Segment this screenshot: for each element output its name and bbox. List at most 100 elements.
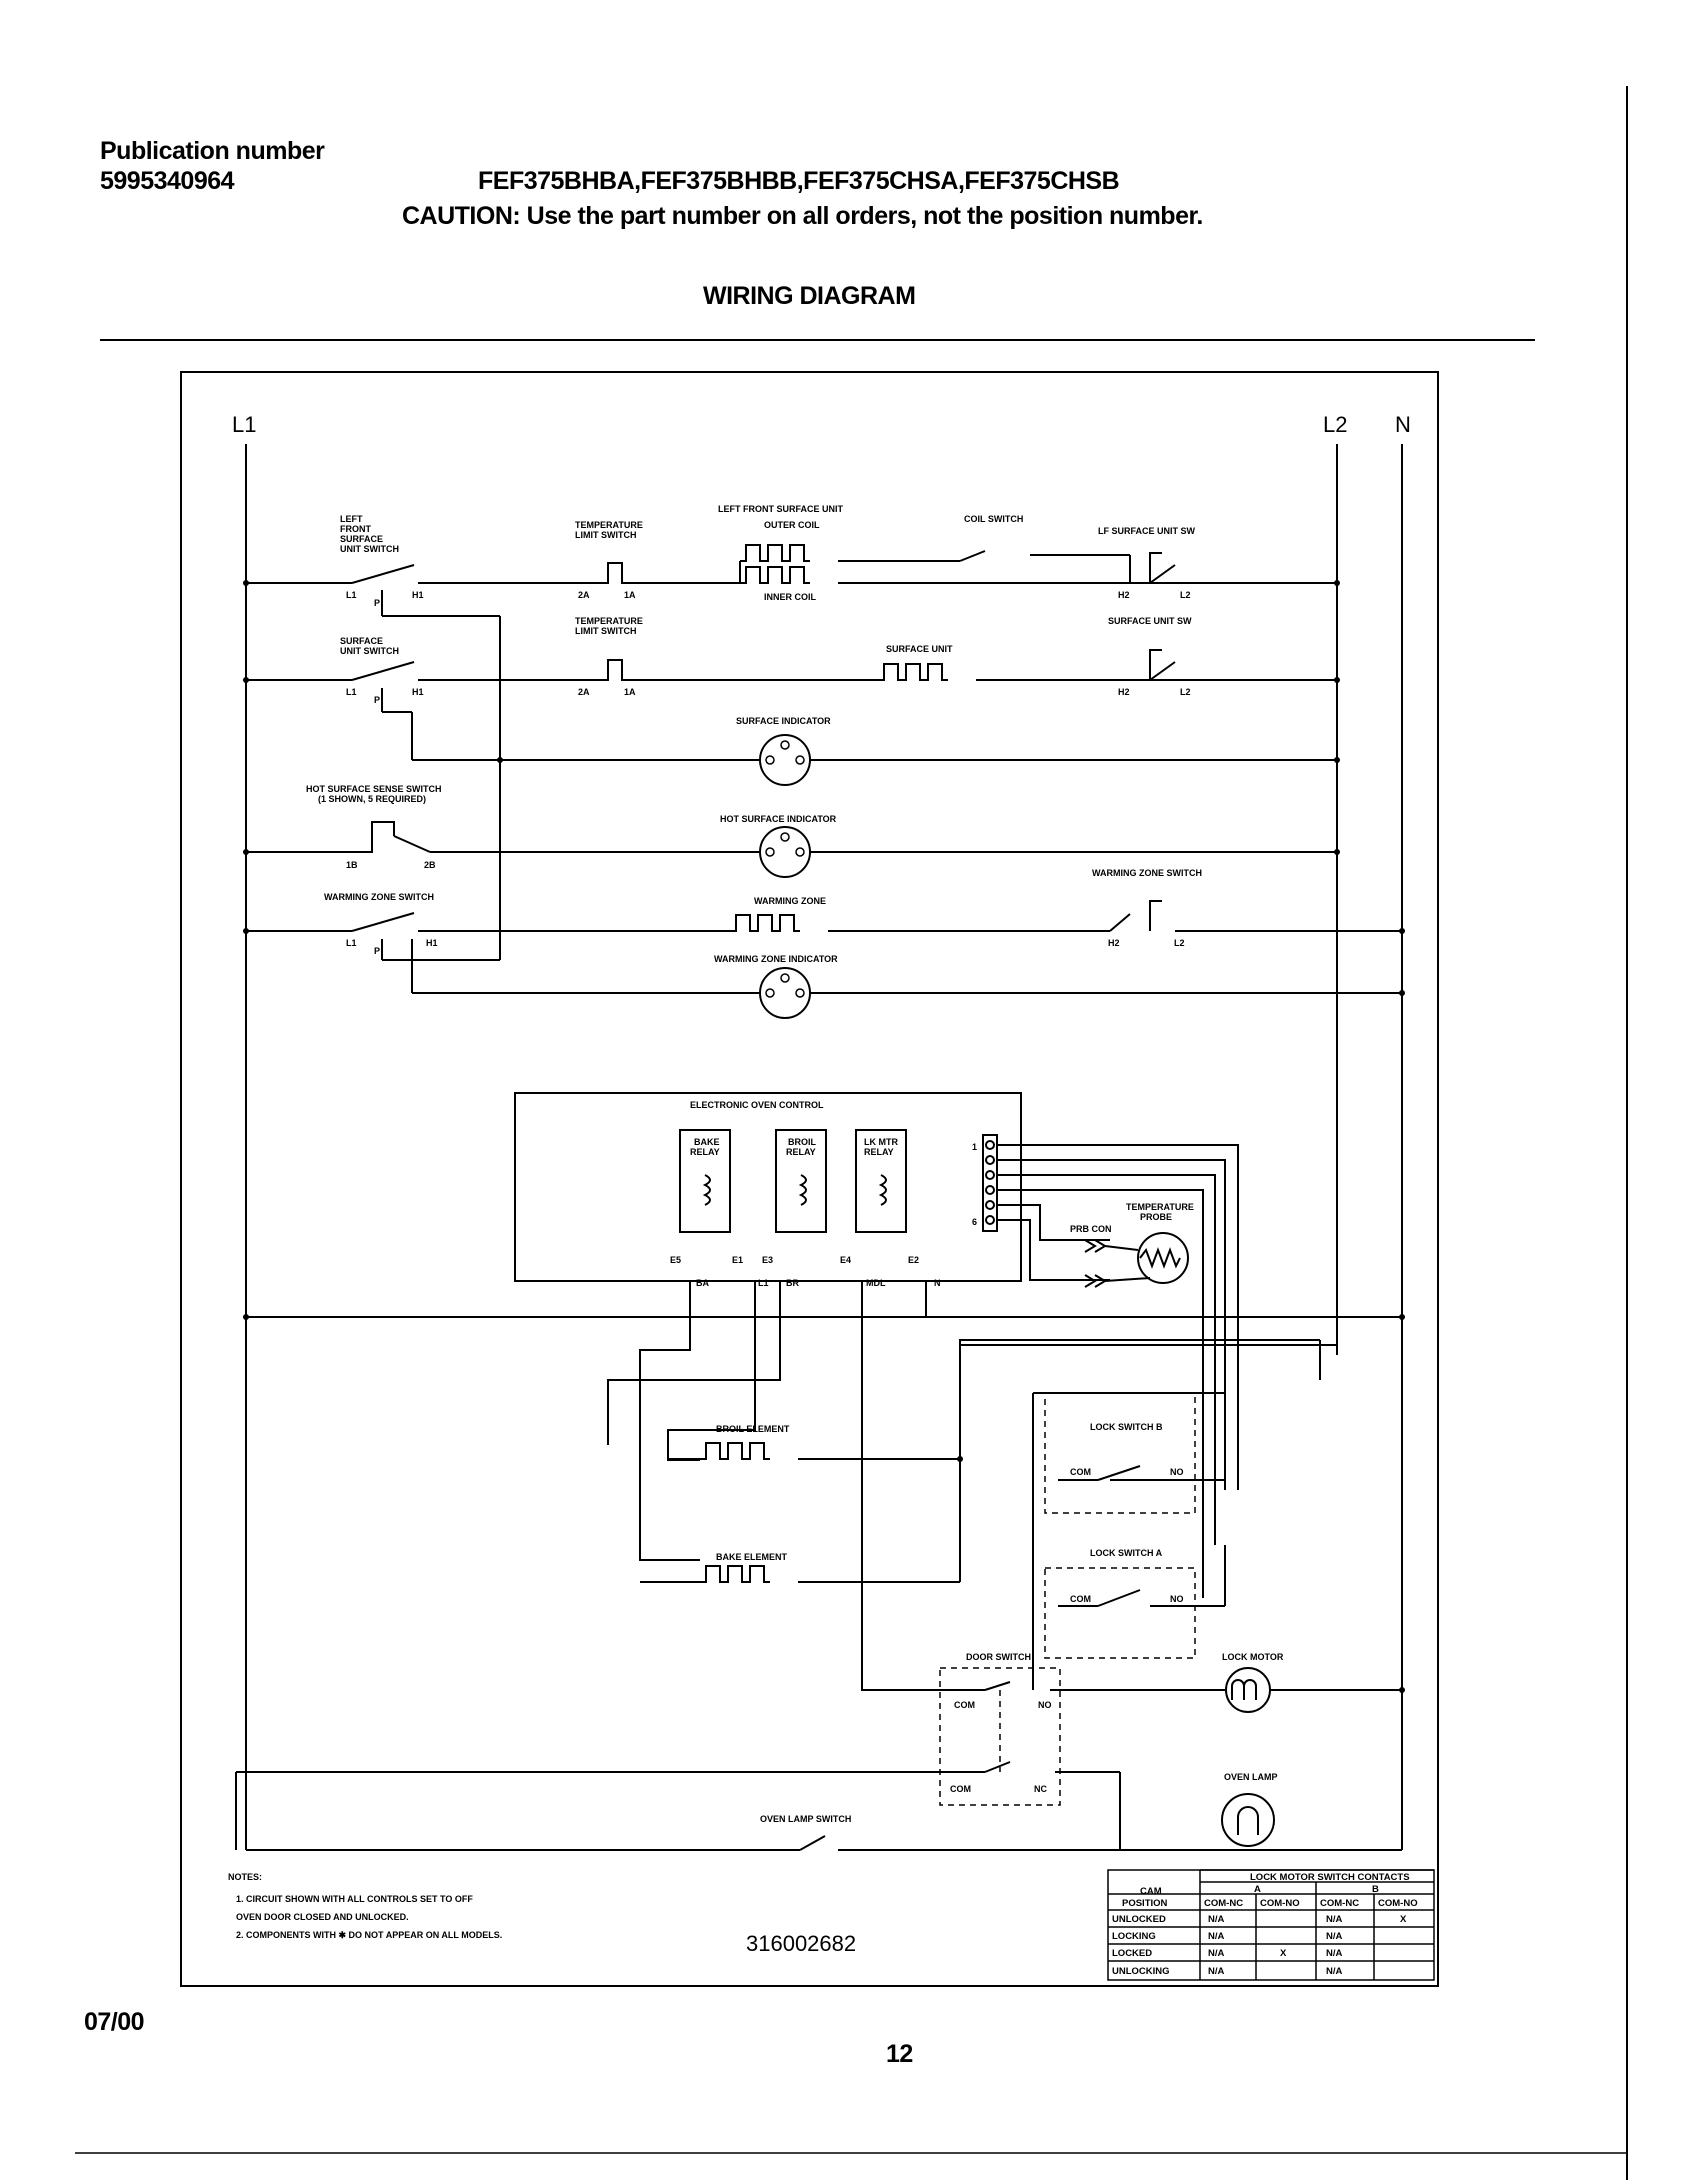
bake-relay-label-1: BAKE [694,1137,720,1147]
electronic-oven-control-box [514,1092,1022,1282]
row-1-a-nc: N/A [1208,1914,1225,1925]
temp-limit-2-label-2: LIMIT SWITCH [575,626,637,636]
pin-1-label: 1 [972,1142,977,1152]
bake-element-label: BAKE ELEMENT [716,1552,788,1562]
cam-header-1: CAM [1140,1886,1162,1897]
temp-limit-label-2: LIMIT SWITCH [575,530,637,540]
notes-title: NOTES: [228,1872,262,1882]
lock-switch-b-label: LOCK SWITCH B [1090,1422,1163,1432]
surf-switch-label-1: SURFACE [340,636,383,646]
terminal-1a-2: 1A [624,687,636,697]
row-4-a-nc: N/A [1208,1966,1225,1977]
lock-switch-a-box [1044,1567,1196,1659]
lf-switch-label-4: UNIT SWITCH [340,544,399,554]
terminal-h2-2: H2 [1118,687,1130,697]
terminal-h2: H2 [1118,590,1130,600]
lock-switch-a-label: LOCK SWITCH A [1090,1548,1163,1558]
prb-con-label: PRB CON [1070,1224,1112,1234]
group-b: B [1372,1884,1379,1895]
group-a: A [1254,1884,1261,1895]
lock-a-com: COM [1070,1594,1091,1604]
surface-indicator-label: SURFACE INDICATOR [736,716,831,726]
lock-b-com: COM [1070,1467,1091,1477]
oven-lamp-label: OVEN LAMP [1224,1772,1278,1782]
lock-b-no: NO [1170,1467,1184,1477]
row-1-b-no: X [1400,1914,1407,1925]
warming-zone-indicator-lamp [759,967,811,1019]
terminal-p: P [374,598,380,608]
bake-relay-label-2: RELAY [690,1147,720,1157]
lf-switch-label-2: FRONT [340,524,371,534]
terminal-block [982,1134,998,1232]
lock-contacts-table [1107,1869,1435,1981]
terminal-e4: E4 [840,1255,851,1265]
lock-motor-relay [855,1129,907,1233]
terminal-l2-3: L2 [1174,938,1185,948]
note-1: 1. CIRCUIT SHOWN WITH ALL CONTROLS SET T… [236,1894,473,1904]
terminal-h1-3: H1 [426,938,438,948]
coil-switch-label: COIL SWITCH [964,514,1023,524]
col-2: COM-NO [1260,1898,1300,1909]
lk-mtr-relay-label-2: RELAY [864,1147,894,1157]
row-1-cam: UNLOCKED [1112,1914,1166,1925]
temperature-probe [1137,1232,1189,1284]
terminal-ba: BA [696,1278,709,1288]
terminal-1a: 1A [624,590,636,600]
terminal-l2: L2 [1180,590,1191,600]
hot-sense-label-2: (1 SHOWN, 5 REQUIRED) [318,794,426,804]
col-4: COM-NO [1378,1898,1418,1909]
pin-6-label: 6 [972,1217,977,1227]
diagram-number: 316002682 [746,1931,856,1956]
lf-surface-unit-label: LEFT FRONT SURFACE UNIT [718,504,843,514]
terminal-br: BR [786,1278,799,1288]
row-2-cam: LOCKING [1112,1931,1156,1942]
terminal-h1: H1 [412,590,424,600]
row-2-b-nc: N/A [1326,1931,1343,1942]
terminal-e1: E1 [732,1255,743,1265]
lock-switch-b-box [1044,1392,1196,1514]
terminal-p-3: P [374,946,380,956]
note-2: 2. COMPONENTS WITH ✱ DO NOT APPEAR ON AL… [236,1930,502,1940]
broil-relay-label-1: BROIL [788,1137,817,1147]
section-title: WIRING DIAGRAM [703,282,916,310]
lf-switch-label-3: SURFACE [340,534,383,544]
row-4-cam: UNLOCKING [1112,1966,1170,1977]
model-numbers: FEF375BHBA,FEF375BHBB,FEF375CHSA,FEF375C… [478,167,1120,195]
temp-probe-label-2: PROBE [1140,1212,1172,1222]
terminal-h2-3: H2 [1108,938,1120,948]
terminal-l1-2: L1 [346,687,357,697]
rail-l2-label: L2 [1323,412,1347,437]
terminal-e3: E3 [762,1255,773,1265]
terminal-2a-2: 2A [578,687,590,697]
row-4-b-nc: N/A [1326,1966,1343,1977]
table-title: LOCK MOTOR SWITCH CONTACTS [1250,1872,1410,1883]
row-3-a-no: X [1280,1948,1287,1959]
lock-motor [1225,1667,1271,1713]
terminal-p-2: P [374,695,380,705]
hot-sense-label-1: HOT SURFACE SENSE SWITCH [306,784,442,794]
inner-coil-label: INNER COIL [764,592,817,602]
surf-switch-label-2: UNIT SWITCH [340,646,399,656]
door-switch-box [939,1667,1061,1806]
temp-limit-2-label-1: TEMPERATURE [575,616,643,626]
rail-l1-label: L1 [232,412,256,437]
publication-label: Publication number [100,137,325,165]
door-nc: NC [1034,1784,1047,1794]
warming-zone-switch-label: WARMING ZONE SWITCH [324,892,434,902]
broil-relay [775,1129,827,1233]
warming-zone-label: WARMING ZONE [754,896,826,906]
terminal-n: N [934,1278,941,1288]
door-com-2: COM [950,1784,971,1794]
row-3-cam: LOCKED [1112,1948,1152,1959]
warming-zone-switch-r-label: WARMING ZONE SWITCH [1092,868,1202,878]
broil-relay-label-2: RELAY [786,1147,816,1157]
surface-unit-label: SURFACE UNIT [886,644,953,654]
terminal-mdl: MDL [866,1278,886,1288]
lf-surface-unit-sw-label: LF SURFACE UNIT SW [1098,526,1196,536]
row-3-a-nc: N/A [1208,1948,1225,1959]
door-com: COM [954,1700,975,1710]
oven-lamp [1221,1793,1275,1847]
lk-mtr-relay-label-1: LK MTR [864,1137,898,1147]
surface-unit-sw-label: SURFACE UNIT SW [1108,616,1192,626]
